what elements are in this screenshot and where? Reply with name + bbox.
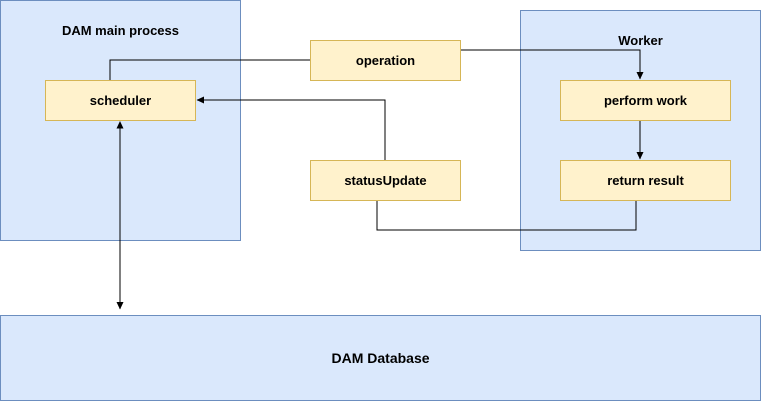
perform-work-label: perform work [603, 93, 688, 108]
return-result-label: return result [607, 173, 684, 188]
status-update-label: statusUpdate [344, 173, 427, 188]
worker-title: Worker [618, 33, 663, 48]
scheduler-node: scheduler [45, 80, 196, 121]
operation-node: operation [310, 40, 461, 81]
dam-main-process-title: DAM main process [61, 23, 180, 38]
operation-label: operation [355, 53, 416, 68]
dam-database-container: DAM Database [0, 315, 761, 401]
worker-container: Worker [520, 10, 761, 251]
perform-work-node: perform work [560, 80, 731, 121]
scheduler-label: scheduler [89, 93, 152, 108]
dam-database-title: DAM Database [331, 350, 430, 366]
return-result-node: return result [560, 160, 731, 201]
status-update-node: statusUpdate [310, 160, 461, 201]
